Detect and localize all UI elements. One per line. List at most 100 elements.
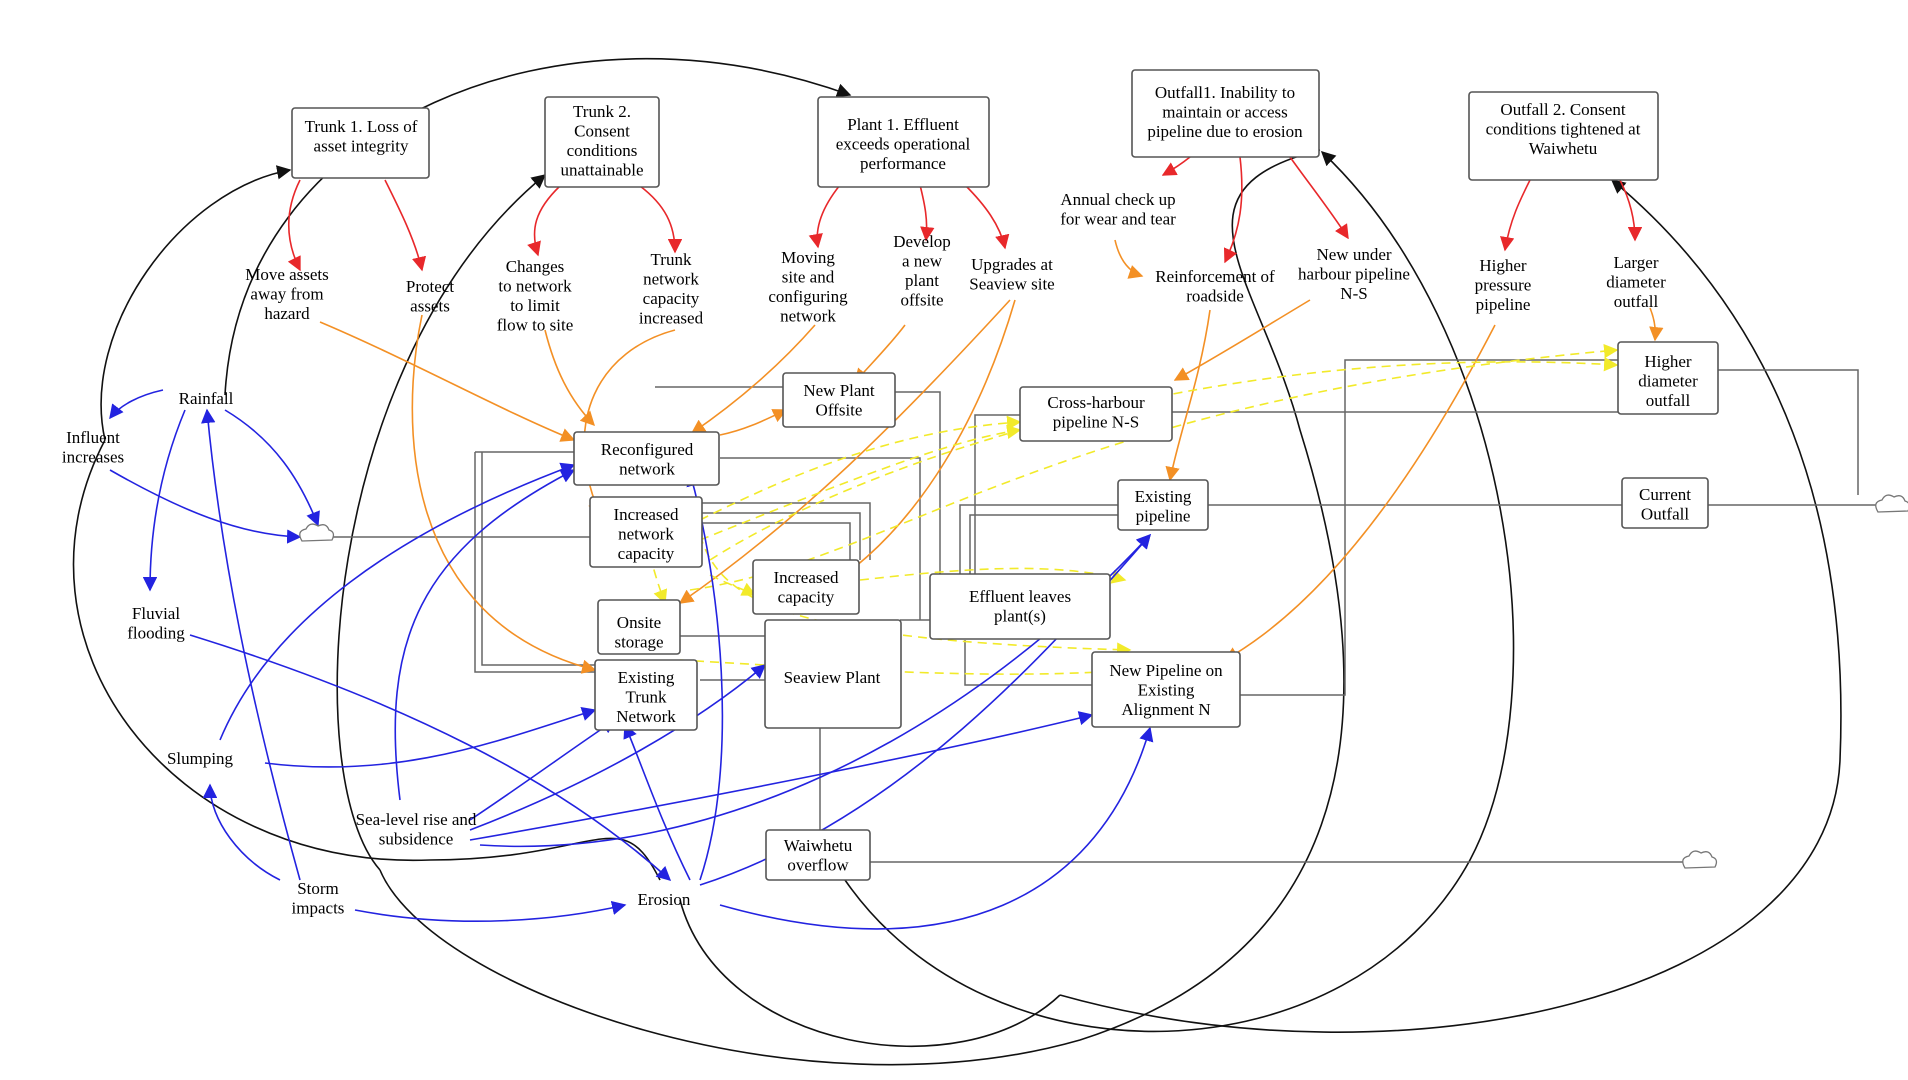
label-line: Existing	[1138, 681, 1195, 700]
label-line: outfall	[1646, 391, 1691, 410]
label-line: Alignment N	[1121, 700, 1210, 719]
loop-large-left-circle	[72, 439, 661, 881]
label-line: Trunk 1. Loss of	[305, 117, 418, 136]
link-blue-influent-cloud	[109, 469, 302, 544]
label-line: Trunk	[651, 250, 692, 269]
label-line: Reinforcement of	[1155, 267, 1275, 286]
link-red-outfall2-higherpressure	[1500, 179, 1531, 252]
label-line: offsite	[900, 291, 943, 310]
label-line: capacity	[778, 588, 835, 607]
label-line: subsidence	[379, 830, 454, 849]
risk-box-trunk1	[291, 107, 430, 179]
label-line: Offsite	[816, 401, 863, 420]
label-line: Plant 1. Effluent	[847, 115, 959, 134]
label-line: Annual check up	[1060, 190, 1175, 209]
link-orange-pressure-newpipeline	[1223, 324, 1496, 661]
label-line: Protect	[406, 277, 454, 296]
label-line: Network	[616, 707, 676, 726]
label-line: Outfall1. Inability to	[1155, 83, 1295, 102]
loop-outfall1-big	[844, 151, 1515, 1033]
flow-newplant-to-right	[895, 391, 941, 580]
flow-network-left-vertical	[474, 452, 600, 673]
stock-box-existing-pipeline	[1117, 479, 1209, 531]
label-line: network	[619, 460, 675, 479]
link-blue-rainfall-cloud	[224, 409, 320, 527]
label-line: performance	[860, 154, 946, 173]
label-line: conditions	[567, 141, 638, 160]
label-line: hazard	[264, 304, 310, 323]
feedback-loops	[72, 57, 1842, 1066]
label-line: overflow	[787, 856, 849, 875]
label-line: to limit	[510, 296, 560, 315]
link-yellow-4	[699, 415, 1022, 521]
label-line: exceeds operational	[836, 135, 971, 154]
link-red-trunk1-protect	[384, 179, 427, 272]
link-blue-fluvial-erosion	[189, 634, 672, 881]
link-red-trunk1-move	[287, 179, 301, 272]
link-red-plant1-upgrades	[964, 184, 1010, 250]
label-line: impacts	[292, 899, 345, 918]
loop-outfall2-circle	[1059, 179, 1842, 1033]
stock-box-onsite	[597, 599, 681, 655]
label-line: Slumping	[167, 749, 234, 768]
link-blue-sealevel-trunk	[469, 719, 617, 821]
option-stock-links	[319, 239, 1664, 674]
link-red-outfall1-annual	[1161, 156, 1191, 176]
label-line: Higher	[1479, 256, 1527, 275]
stock-box-seaview	[764, 619, 902, 729]
risk-box-trunk2	[544, 96, 660, 188]
link-blue-slumping-reconfigured	[219, 462, 576, 741]
flow-pipes	[330, 359, 1878, 863]
link-red-outfall1-newunder	[1289, 156, 1349, 240]
link-blue-erosion-newpipeline	[719, 726, 1154, 930]
stock-box-higher-outfall	[1617, 341, 1719, 415]
risk-option-links	[287, 156, 1643, 272]
link-blue-slumping-trunk	[264, 707, 597, 768]
risk-box-plant1	[817, 96, 990, 188]
link-red-trunk2-changes	[527, 185, 561, 257]
clouds	[299, 494, 1908, 869]
driver-label-rainfall: Rainfall	[179, 389, 234, 408]
risk-boxes	[291, 69, 1659, 188]
stock-box-existing-trunk	[594, 659, 698, 731]
label-line: increased	[639, 309, 704, 328]
flow-network-right-long	[720, 457, 921, 620]
link-blue-erosion-trunk	[623, 723, 691, 881]
label-line: Fluvial	[132, 604, 180, 623]
label-line: New Plant	[803, 381, 875, 400]
label-line: plant(s)	[994, 607, 1046, 626]
label-line: unattainable	[560, 161, 643, 180]
link-blue-storm-rainfall	[201, 408, 301, 881]
label-line: Storm	[297, 879, 339, 898]
label-line: N-S	[1340, 284, 1367, 303]
label-line: maintain or access	[1162, 103, 1288, 122]
risk-box-outfall2	[1468, 91, 1659, 181]
label-line: pipeline due to erosion	[1147, 122, 1303, 141]
link-orange-reconfigured-newplant	[719, 409, 788, 436]
label-line: Onsite	[617, 613, 661, 632]
stock-box-effluent	[929, 573, 1111, 640]
label-line: diameter	[1638, 372, 1698, 391]
link-blue-rainfall-fluvial	[142, 409, 186, 592]
label-line: storage	[614, 633, 663, 652]
flow-network-to-increased	[700, 502, 871, 560]
loop-trunk1-arc	[100, 165, 292, 441]
loop-top-arc-plant1	[224, 57, 852, 396]
label-line: away from	[250, 285, 323, 304]
label-line: assets	[410, 297, 450, 316]
link-orange-upgrades-increased	[840, 299, 1016, 578]
stock-box-increased-network	[589, 496, 703, 568]
